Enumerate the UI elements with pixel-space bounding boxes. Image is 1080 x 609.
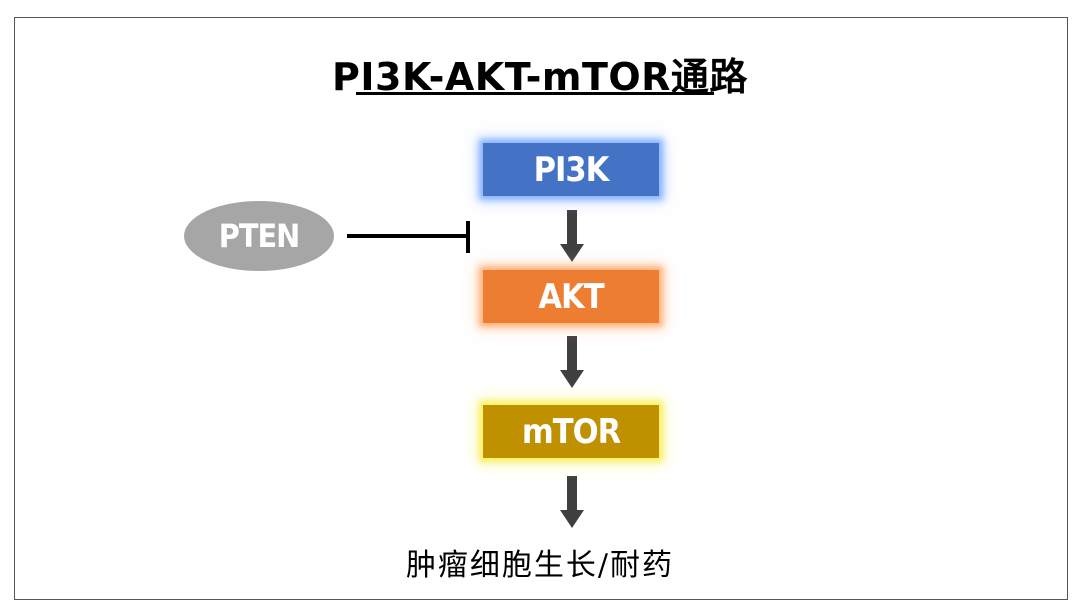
pten-node: PTEN <box>184 201 334 271</box>
arrow-pi3k-to-akt <box>560 210 584 262</box>
arrow-akt-to-mtor <box>560 336 584 388</box>
akt-node: AKT <box>483 270 659 323</box>
pten-inhibition-line <box>347 221 470 253</box>
title-underline <box>356 92 714 95</box>
mtor-node: mTOR <box>483 405 659 458</box>
outcome-label: 肿瘤细胞生长/耐药 <box>405 548 675 583</box>
diagram-title: PI3K-AKT-mTOR通路 <box>332 55 748 99</box>
arrow-mtor-to-outcome <box>560 476 584 528</box>
pi3k-node: PI3K <box>483 143 659 196</box>
